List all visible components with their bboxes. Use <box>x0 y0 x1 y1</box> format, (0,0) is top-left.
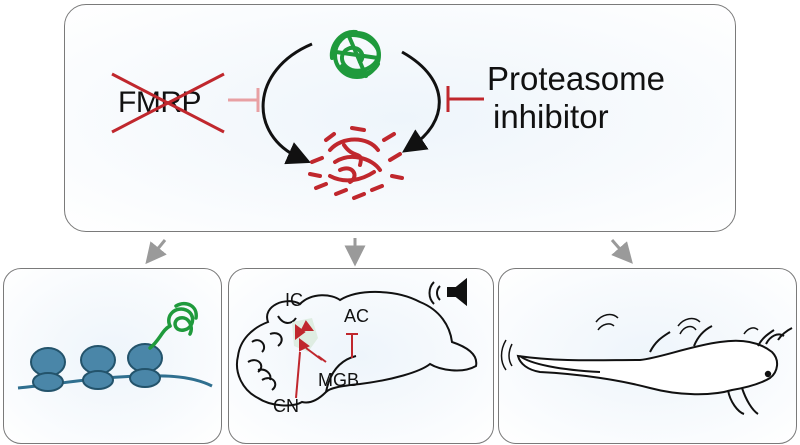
mgb-label: MGB <box>318 370 360 390</box>
ac-label: AC <box>344 306 370 326</box>
degraded-protein-icon <box>308 126 404 200</box>
speaker-icon <box>428 277 467 307</box>
ic-label: IC <box>285 290 303 310</box>
fmrp-inhibit-icon <box>228 88 260 112</box>
proteasome-label-line2: inhibitor <box>493 98 609 135</box>
motion-lines <box>500 313 759 371</box>
brain-icon <box>236 291 478 407</box>
top-panel <box>64 4 736 232</box>
folded-protein-icon <box>329 29 381 79</box>
cycle-arrow-right <box>401 50 441 153</box>
proteasome-label-line1: Proteasome <box>487 60 665 97</box>
down-arrow-left <box>145 239 167 265</box>
nascent-protein-icon <box>148 301 198 350</box>
cn-label: CN <box>273 396 299 416</box>
cycle-arrow-left <box>261 42 313 165</box>
down-arrow-right <box>610 239 633 264</box>
auditory-pathway <box>295 320 358 399</box>
brain-panel <box>228 268 494 444</box>
mouse-icon <box>516 325 793 415</box>
ribosome-icon <box>17 343 213 392</box>
proteasome-inhibit-icon <box>446 86 484 112</box>
brainstem-highlight <box>292 318 318 352</box>
